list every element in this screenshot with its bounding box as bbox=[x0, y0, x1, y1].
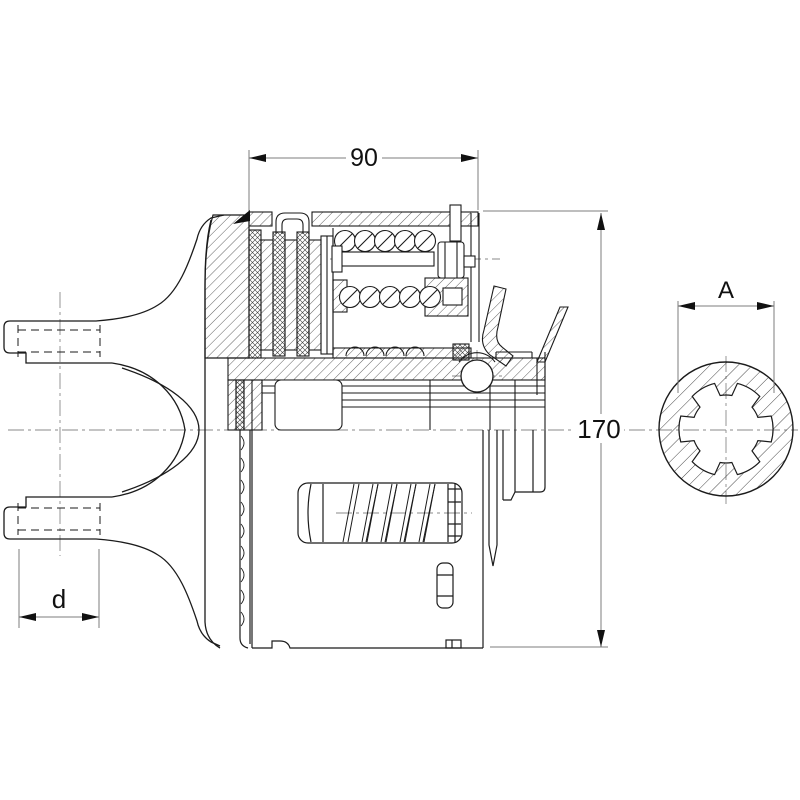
dim-90-arrow-right bbox=[461, 154, 478, 162]
hub-spacer-block bbox=[274, 379, 343, 431]
clutch-section-view bbox=[227, 204, 569, 431]
yoke-top-arm-outline bbox=[3, 214, 225, 364]
hub-sleeve-lines bbox=[502, 430, 546, 501]
seal-ring bbox=[452, 343, 470, 361]
shield-cone-edge bbox=[536, 306, 569, 363]
locking-pin-detail bbox=[436, 562, 454, 609]
dimension-90: 90 bbox=[233, 144, 479, 224]
cover-plate-left bbox=[248, 211, 273, 227]
spline-bore-view bbox=[658, 361, 794, 497]
clutch-external-view bbox=[239, 430, 546, 649]
dim-d-arrow-right bbox=[82, 613, 99, 621]
bearing-race-arc bbox=[458, 352, 496, 363]
yoke-hidden-bore-lines bbox=[17, 325, 101, 535]
dim-A-label: A bbox=[718, 277, 734, 304]
rear-bracket bbox=[488, 430, 498, 567]
yoke-flange-section bbox=[204, 214, 250, 359]
nut-chamfer-lines bbox=[444, 242, 458, 278]
dim-170-arrow-bottom bbox=[597, 630, 605, 647]
window-spring-coils bbox=[342, 483, 436, 543]
pressure-spring-coils bbox=[333, 229, 442, 357]
bottom-clip-detail bbox=[445, 639, 462, 649]
dim-90-arrow-left bbox=[249, 154, 266, 162]
dim-A-arrow-right bbox=[757, 302, 774, 310]
bolt-washer bbox=[331, 245, 343, 273]
release-pin bbox=[442, 287, 463, 306]
bolt-nut bbox=[437, 241, 465, 279]
cage-bottom-plate bbox=[332, 347, 472, 359]
spline-bore-profile bbox=[678, 382, 774, 476]
spline-outer-circle bbox=[658, 361, 794, 497]
dim-A-arrow-left bbox=[678, 302, 695, 310]
yoke-fork-view bbox=[3, 214, 250, 649]
dim-d-label: d bbox=[52, 584, 66, 614]
friction-disc-pack bbox=[248, 229, 334, 359]
yoke-throat-curve bbox=[111, 362, 186, 498]
flange-rim-ticks bbox=[240, 435, 245, 627]
yoke-body-curve bbox=[121, 367, 200, 493]
spring-clip-inner bbox=[281, 218, 304, 234]
yoke-hub-front-edge bbox=[204, 285, 221, 649]
dim-90-label: 90 bbox=[350, 144, 378, 172]
release-lever bbox=[481, 285, 514, 367]
dimension-A: A bbox=[677, 277, 775, 393]
dimension-170: 170 bbox=[483, 210, 624, 648]
housing-bottom-edge bbox=[252, 640, 483, 649]
flange-rim-edges bbox=[239, 430, 251, 649]
dim-d-arrow-left bbox=[19, 613, 36, 621]
spring-window bbox=[297, 482, 463, 544]
drive-disc-band bbox=[227, 357, 546, 381]
dim-170-label: 170 bbox=[577, 414, 620, 444]
spring-clip bbox=[275, 212, 310, 234]
bolt-end-stub bbox=[463, 255, 476, 268]
adjuster-stud bbox=[449, 204, 462, 242]
bushing-rings bbox=[227, 379, 263, 431]
yoke-bottom-arm-outline bbox=[3, 496, 221, 647]
dim-170-arrow-top bbox=[597, 213, 605, 230]
cover-plate-main bbox=[311, 211, 479, 227]
dim-90-corner-arrow bbox=[233, 210, 250, 224]
dimension-d: d bbox=[18, 549, 100, 628]
bearing-ball bbox=[460, 359, 494, 393]
